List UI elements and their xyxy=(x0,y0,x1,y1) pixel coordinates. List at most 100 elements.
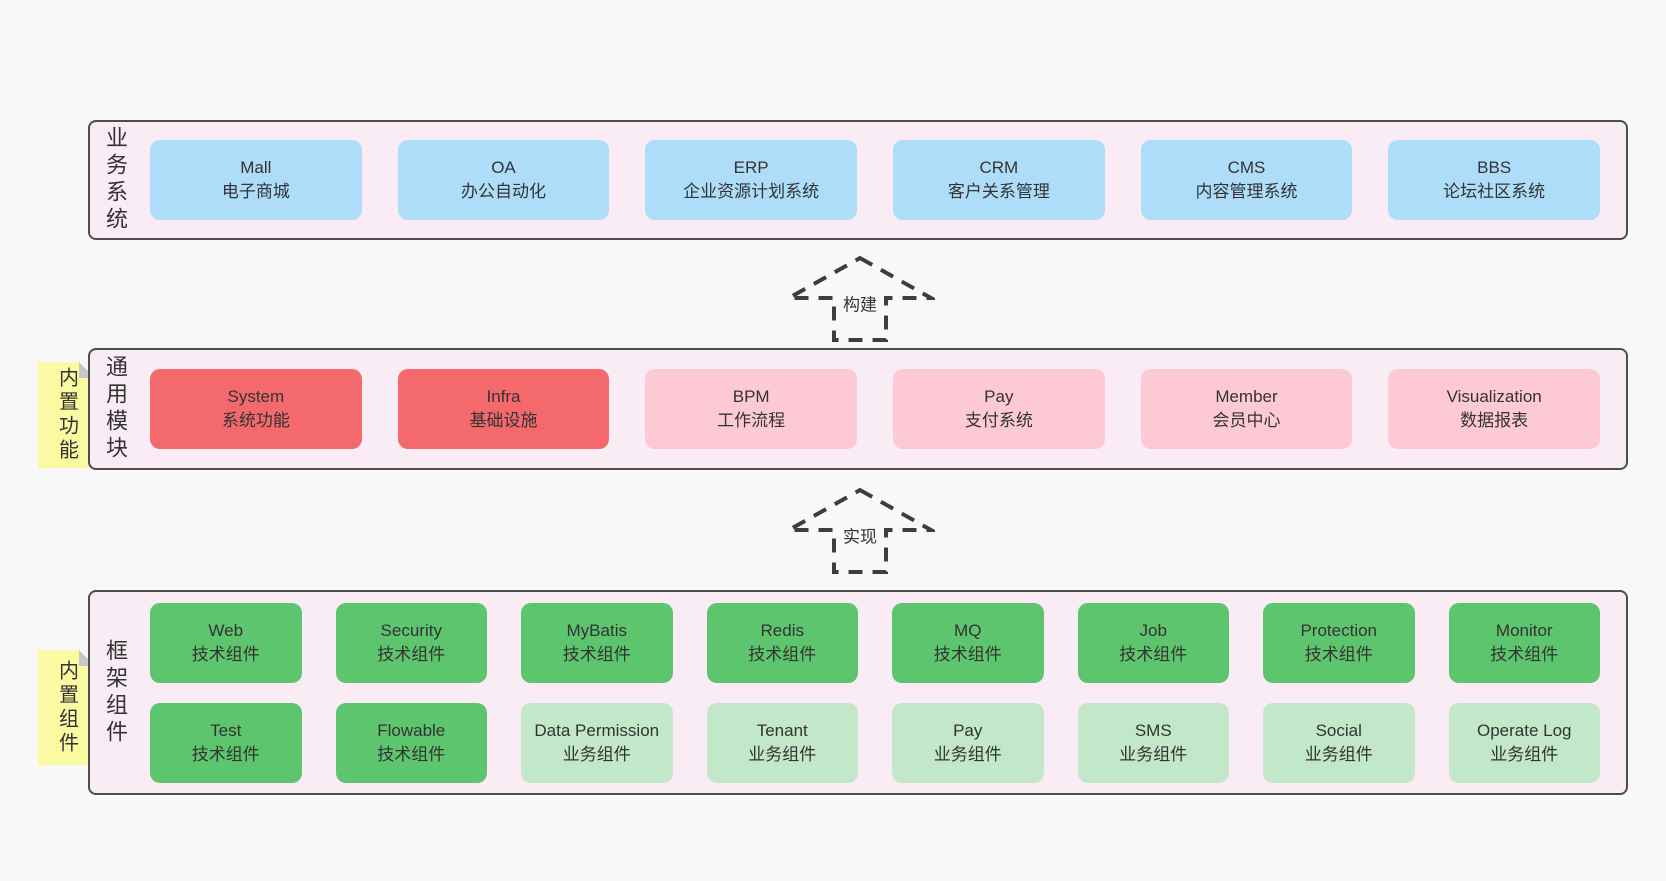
module-box-title: Operate Log xyxy=(1476,720,1572,740)
module-box-title: OA xyxy=(491,158,516,178)
module-box: CRM 客户关系管理 xyxy=(893,140,1105,220)
module-box-title: Flowable xyxy=(377,720,446,740)
panel-framework-components: 框架组件 Web 技术组件 Security 技术组件 MyBatis 技术组件… xyxy=(88,590,1628,795)
module-box-subtitle: 技术组件 xyxy=(1304,644,1373,664)
arrow-label-implement: 实现 xyxy=(839,522,881,548)
module-box: Data Permission 业务组件 xyxy=(521,702,673,783)
module-box-subtitle: 数据报表 xyxy=(1460,411,1529,430)
module-box-subtitle: 技术组件 xyxy=(933,644,1002,664)
module-box-title: Security xyxy=(380,620,442,640)
module-box-subtitle: 技术组件 xyxy=(1490,644,1559,664)
module-box: Social 业务组件 xyxy=(1263,702,1415,783)
panel-title-common-modules: 通用模块 xyxy=(103,355,128,463)
module-box-title: MyBatis xyxy=(566,620,627,640)
module-box-title: MQ xyxy=(954,620,982,640)
module-box-title: Pay xyxy=(984,387,1014,407)
module-box-subtitle: 客户关系管理 xyxy=(947,182,1050,201)
module-box: Operate Log 业务组件 xyxy=(1448,702,1600,783)
up-arrow-icon xyxy=(785,255,935,342)
module-box-title: Job xyxy=(1139,620,1167,640)
module-box-title: Member xyxy=(1215,387,1278,407)
module-box-title: Protection xyxy=(1300,620,1378,640)
module-box-subtitle: 内容管理系统 xyxy=(1195,182,1298,201)
module-box-subtitle: 业务组件 xyxy=(1490,744,1559,764)
sticky-note-builtin-components: 内置组件 xyxy=(38,650,95,765)
module-box-subtitle: 业务组件 xyxy=(748,744,817,764)
module-box: Tenant 业务组件 xyxy=(706,702,858,783)
module-box-title: Tenant xyxy=(756,720,808,740)
sticky-note-label: 内置功能 xyxy=(55,367,78,463)
dashed-up-arrow-build: 构建 xyxy=(785,254,935,344)
module-box-title: Monitor xyxy=(1495,620,1553,640)
module-box-subtitle: 业务组件 xyxy=(933,744,1002,764)
module-box-subtitle: 技术组件 xyxy=(1119,644,1188,664)
module-box-subtitle: 技术组件 xyxy=(377,644,446,664)
module-box-title: Visualization xyxy=(1446,387,1542,407)
module-box: Flowable 技术组件 xyxy=(335,702,487,783)
module-box-title: Mall xyxy=(240,158,272,178)
module-box: Pay 支付系统 xyxy=(893,369,1105,449)
module-box: Visualization 数据报表 xyxy=(1388,369,1600,449)
module-box-subtitle: 办公自动化 xyxy=(460,182,546,201)
panel-business-systems: 业务系统 Mall 电子商城 OA 办公自动化 ERP 企业资源计划系统 CRM… xyxy=(88,120,1628,240)
modules-box-grid: System 系统功能 Infra 基础设施 BPM 工作流程 Pay 支付系统… xyxy=(150,369,1600,449)
module-box-title: BBS xyxy=(1477,158,1512,178)
module-box-subtitle: 业务组件 xyxy=(562,744,631,764)
arrow-label-build: 构建 xyxy=(839,290,881,316)
business-box-grid: Mall 电子商城 OA 办公自动化 ERP 企业资源计划系统 CRM 客户关系… xyxy=(150,140,1600,220)
module-box: BBS 论坛社区系统 xyxy=(1388,140,1600,220)
module-box-title: CMS xyxy=(1227,158,1266,178)
module-box: SMS 业务组件 xyxy=(1077,702,1229,783)
module-box-title: System xyxy=(227,387,285,407)
module-box: MQ 技术组件 xyxy=(892,602,1044,683)
module-box-title: Web xyxy=(208,620,244,640)
module-box-subtitle: 工作流程 xyxy=(717,411,786,430)
module-box-subtitle: 业务组件 xyxy=(1304,744,1373,764)
module-box-title: Infra xyxy=(486,387,521,407)
panel-title-business-systems: 业务系统 xyxy=(103,126,128,234)
module-box: Web 技术组件 xyxy=(150,602,302,683)
module-box: System 系统功能 xyxy=(150,369,362,449)
module-box: Monitor 技术组件 xyxy=(1448,602,1600,683)
module-box-title: ERP xyxy=(733,158,769,178)
module-box-subtitle: 技术组件 xyxy=(562,644,631,664)
dashed-up-arrow-implement: 实现 xyxy=(785,486,935,576)
module-box-subtitle: 企业资源计划系统 xyxy=(683,182,820,201)
module-box: Job 技术组件 xyxy=(1077,602,1229,683)
sticky-note-builtin-features: 内置功能 xyxy=(38,362,95,468)
module-box-subtitle: 电子商城 xyxy=(221,182,290,201)
module-box: OA 办公自动化 xyxy=(397,140,610,220)
module-box: ERP 企业资源计划系统 xyxy=(645,140,857,220)
module-box-subtitle: 业务组件 xyxy=(1119,744,1188,764)
framework-box-grid: Web 技术组件 Security 技术组件 MyBatis 技术组件 Redi… xyxy=(150,602,1600,783)
module-box-title: Pay xyxy=(953,720,983,740)
module-box-title: CRM xyxy=(979,158,1019,178)
module-box: Mall 电子商城 xyxy=(150,140,362,220)
panel-title-framework-components: 框架组件 xyxy=(103,638,128,747)
module-box-subtitle: 基础设施 xyxy=(469,411,538,430)
module-box-subtitle: 技术组件 xyxy=(377,744,446,764)
module-box: MyBatis 技术组件 xyxy=(521,602,673,683)
module-box-subtitle: 技术组件 xyxy=(191,644,260,664)
module-box-title: Data Permission xyxy=(534,720,660,740)
sticky-note-label: 内置组件 xyxy=(55,659,78,756)
up-arrow-icon xyxy=(785,487,935,574)
module-box-title: BPM xyxy=(732,387,770,407)
module-box: Infra 基础设施 xyxy=(397,369,610,449)
module-box-subtitle: 会员中心 xyxy=(1212,411,1281,430)
module-box: Pay 业务组件 xyxy=(892,702,1044,783)
module-box-subtitle: 技术组件 xyxy=(748,644,817,664)
module-box: Test 技术组件 xyxy=(150,702,302,783)
module-box: Redis 技术组件 xyxy=(706,602,858,683)
module-box-title: Redis xyxy=(760,620,804,640)
module-box-title: Social xyxy=(1315,720,1362,740)
module-box: Security 技术组件 xyxy=(335,602,487,683)
module-box-subtitle: 技术组件 xyxy=(191,744,260,764)
module-box: Protection 技术组件 xyxy=(1263,602,1415,683)
module-box-title: SMS xyxy=(1134,720,1172,740)
module-box-subtitle: 支付系统 xyxy=(964,411,1033,430)
panel-common-modules: 通用模块 System 系统功能 Infra 基础设施 BPM 工作流程 Pay… xyxy=(88,348,1628,470)
module-box-subtitle: 系统功能 xyxy=(221,411,290,430)
module-box-subtitle: 论坛社区系统 xyxy=(1443,182,1546,201)
